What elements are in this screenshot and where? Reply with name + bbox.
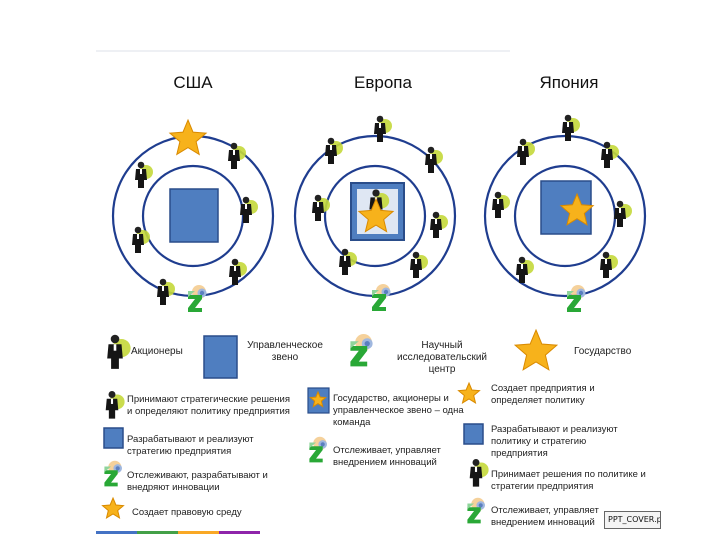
star-icon [309,390,327,408]
legend-management-label: Управленческое звено [247,340,323,363]
title-usa: США [173,73,213,92]
star-icon [559,192,595,226]
innovation-z-icon [467,497,485,524]
innovation-z-icon [309,436,327,463]
person-icon [601,141,619,168]
innovation-z-icon [104,460,122,487]
person-icon [517,138,535,165]
title-japan: Япония [539,73,599,92]
person-icon [132,226,150,253]
person-icon [410,251,428,278]
person-icon [157,278,175,305]
person-icon [339,248,357,275]
star-icon [357,197,395,233]
person-icon [240,196,258,223]
person-icon [228,142,246,169]
innovation-z-icon [350,334,373,367]
usa-desc-shareholders: Принимают стратегические решения и опред… [127,394,290,417]
person-icon [562,114,580,141]
legend-management-square [203,335,238,379]
person-icon [430,211,448,238]
usa-desc-innovation: Отслеживают, разрабатывают и внедряют ин… [127,470,268,493]
usa-desc-square [103,427,124,449]
person-icon [374,115,392,142]
innovation-z-icon [188,285,207,312]
star-icon [101,496,125,519]
person-icon [469,459,489,487]
person-icon [312,194,330,221]
japan-desc-square [463,423,484,445]
legend-research-label: Научный исследовательский центр [397,340,487,375]
title-europe: Европа [354,73,412,92]
person-icon [105,391,125,419]
person-icon [107,334,131,369]
usa-desc-state: Создает правовую среду [132,507,242,518]
person-icon [516,256,534,283]
file-tag: PPT_COVER.pp [604,511,661,529]
person-icon [425,146,443,173]
japan-desc-management: Разрабатывают и реализуют политику и стр… [491,424,618,459]
innovation-z-icon [567,285,586,312]
bottom-accent-bar [96,531,260,534]
europe-desc-innovation: Отслеживает, управляет внедрением иннова… [333,445,441,468]
japan-desc-state: Создает предприятия и определяет политик… [491,383,595,406]
person-icon [229,258,247,285]
usa-management-square [169,188,219,243]
star-icon [513,328,559,371]
person-icon [492,191,510,218]
star-icon [457,381,481,404]
star-icon [168,118,208,156]
legend-shareholders-label: Акционеры [131,346,183,357]
person-icon [325,137,343,164]
innovation-z-icon [372,284,391,311]
person-icon [600,251,618,278]
usa-desc-management: Разрабатывают и реализуют стратегию пред… [127,434,254,457]
legend-state-label: Государство [574,346,632,357]
japan-desc-shareholders: Принимает решения по политике и стратеги… [491,469,646,492]
europe-inner-ring [323,164,427,268]
europe-desc-team: Государство, акционеры и управленческое … [333,393,464,428]
person-icon [614,200,632,227]
person-icon [135,161,153,188]
japan-desc-innovation: Отслеживает, управляет внедрением иннова… [491,505,599,528]
